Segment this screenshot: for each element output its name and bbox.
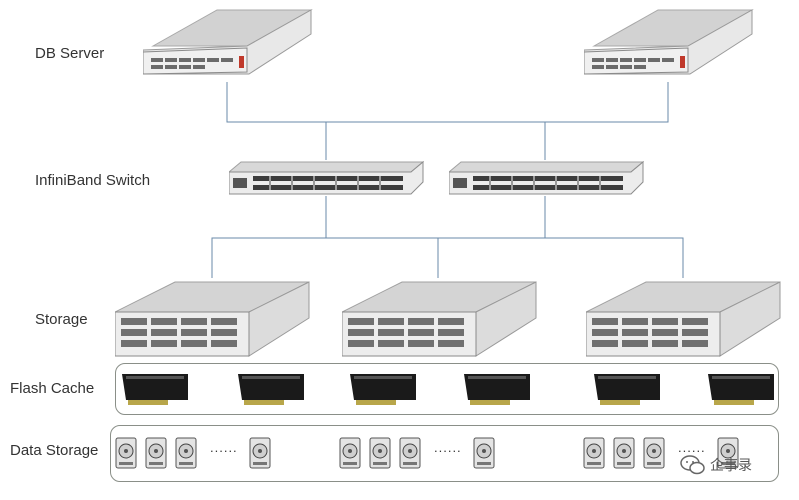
hdd-9	[583, 437, 605, 469]
hdd-5	[339, 437, 361, 469]
flash-card-4	[464, 374, 530, 405]
ellipsis-3: ......	[678, 440, 706, 455]
watermark-text: 企事录	[710, 457, 752, 473]
flash-card-1	[122, 374, 188, 405]
flash-card-5	[594, 374, 660, 405]
db-server-link	[226, 82, 669, 123]
hdd-7	[399, 437, 421, 469]
wechat-icon	[680, 455, 705, 475]
infiniband-switch-2	[449, 160, 644, 195]
ellipsis-1: ......	[210, 440, 238, 455]
storage-server-2	[342, 281, 537, 357]
hdd-1	[115, 437, 137, 469]
flash-cards	[122, 374, 774, 405]
row-label-flash-cache: Flash Cache	[10, 380, 95, 397]
hdd-3	[175, 437, 197, 469]
hdd-2	[145, 437, 167, 469]
hdd-8	[473, 437, 495, 469]
storage-server-1	[115, 281, 310, 357]
row-label-infiniband-switch: InfiniBand Switch	[35, 172, 151, 189]
ellipsis-2: ......	[434, 440, 462, 455]
storage-server-3	[586, 281, 781, 357]
flash-card-2	[238, 374, 304, 405]
storage-bus	[211, 237, 684, 278]
infiniband-switch-1	[229, 160, 424, 195]
hdd-4	[249, 437, 271, 469]
watermark: 企事录	[680, 455, 752, 475]
data-storage-panel	[110, 425, 779, 482]
hdd-6	[369, 437, 391, 469]
hdd-10	[613, 437, 635, 469]
row-label-data-storage: Data Storage	[10, 442, 99, 459]
db-server-2	[584, 9, 754, 75]
row-label-db-server: DB Server	[35, 45, 105, 62]
hdd-11	[643, 437, 665, 469]
flash-card-6	[708, 374, 774, 405]
row-label-storage: Storage	[35, 311, 88, 328]
flash-cache-panel	[115, 363, 779, 415]
flash-card-3	[350, 374, 416, 405]
db-server-1	[143, 9, 313, 75]
